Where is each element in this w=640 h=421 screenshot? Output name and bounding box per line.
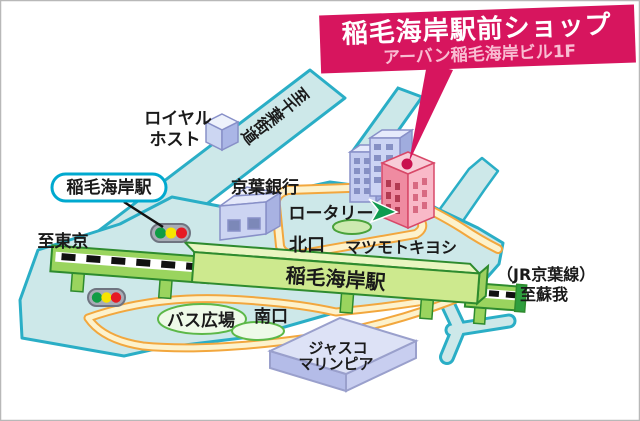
rail-end-cap (513, 283, 528, 313)
royal-host-label-line1: ロイヤル (144, 109, 212, 129)
royal-host-label-line2: ホスト (150, 130, 201, 150)
keiyo-bank-building (217, 186, 283, 241)
bus-plaza-green-2 (231, 321, 285, 341)
target-building-urban-inage-kaigan (380, 151, 436, 230)
to-tokyo-label: 至東京 (38, 231, 89, 252)
title-banner: 稲毛海岸駅前ショップ アーバン稲毛海岸ビル1F (319, 4, 636, 74)
jr-keiyo-railway: 稲毛海岸駅 (49, 241, 528, 325)
callout-tail (409, 64, 453, 162)
rotary-island-green (332, 219, 372, 235)
matsumoto-kiyoshi-label: マツモトキヨシ (345, 238, 457, 257)
bubble-pointer-line (123, 200, 164, 229)
station-bubble (50, 172, 168, 203)
royal-host-building (204, 113, 240, 152)
callout-dot (401, 158, 413, 170)
rail-leg (419, 298, 435, 320)
traffic-light-icon-2 (87, 288, 126, 307)
rail-leg (472, 306, 487, 325)
rail-leg (339, 292, 355, 314)
bus-plaza-green (157, 303, 247, 335)
station-building (190, 250, 481, 305)
rotary-label: ロータリー (289, 204, 374, 224)
jusco-marinepia-building (267, 316, 419, 393)
traffic-light-icon (150, 223, 191, 243)
jusco-label-line2: マリンピア (298, 355, 373, 373)
to-soga-label: 至蘇我 (520, 285, 568, 304)
jr-keiyo-line-label: （JR京葉線） (497, 265, 595, 284)
rail-leg (70, 272, 86, 293)
south-exit-label: 南口 (254, 306, 288, 327)
jusco-label-line1: ジャスコ (308, 339, 367, 357)
station-bubble-label: 稲毛海岸駅 (67, 177, 153, 198)
rail-leg (157, 278, 173, 300)
direction-arrow-icon (368, 198, 399, 224)
road-fork-south-east (436, 288, 517, 365)
bus-plaza-label: バス広場 (167, 310, 235, 331)
keiyo-bank-label: 京葉銀行 (231, 177, 299, 198)
north-exit-label: 北口 (289, 235, 325, 256)
